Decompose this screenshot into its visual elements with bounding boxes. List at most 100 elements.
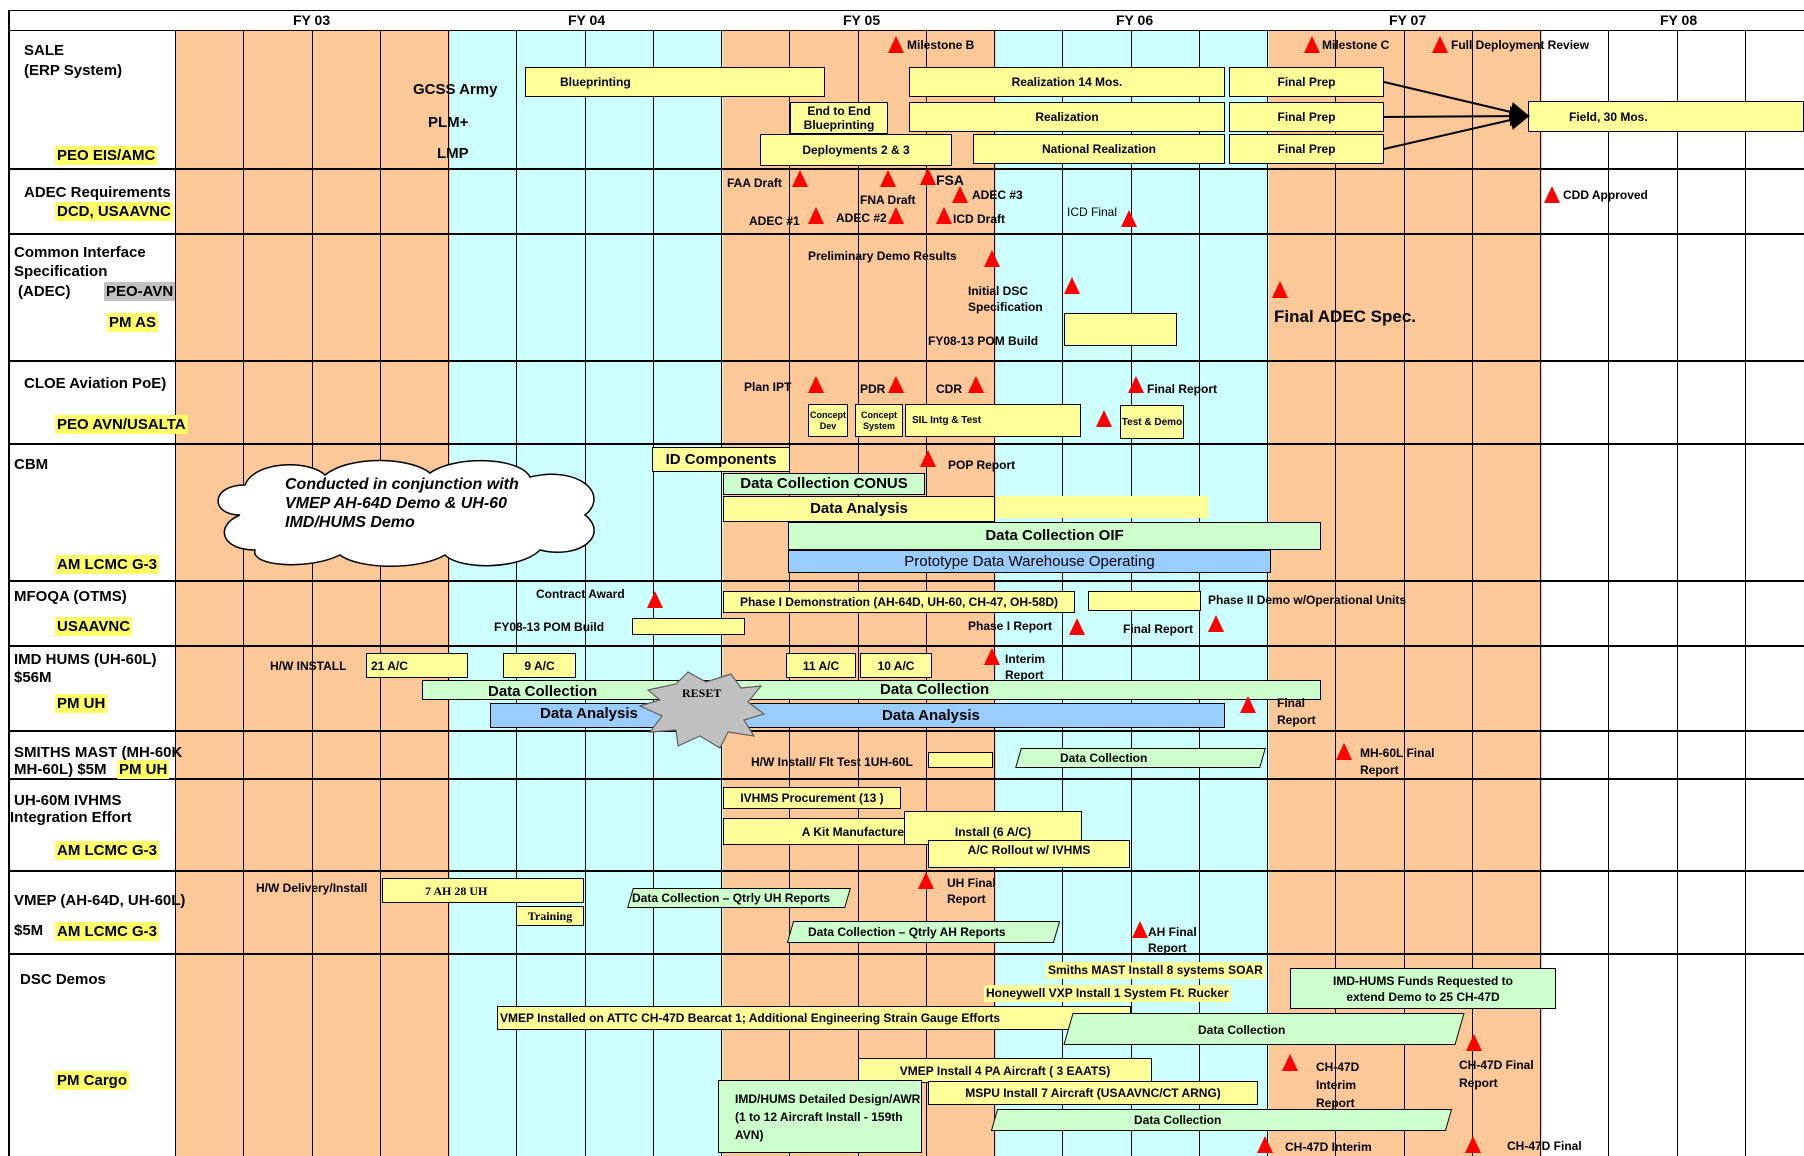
task-bar: Final Prep	[1229, 67, 1384, 97]
gridline	[585, 30, 586, 1156]
reset-burst	[638, 671, 766, 749]
org-label: USAAVNC	[55, 617, 133, 636]
row-cost-imd: $56M	[14, 669, 52, 686]
milestone-triangle	[1069, 618, 1085, 635]
milestone-triangle	[880, 170, 896, 187]
milestone-triangle	[1208, 615, 1224, 632]
row-subtitle-sale: (ERP System)	[24, 62, 123, 79]
bar-label: Data Collection	[1198, 1023, 1286, 1037]
task-bar: National Realization	[973, 134, 1225, 164]
milestone-label: Preliminary Demo Results	[808, 249, 957, 263]
milestone-label: Interim Report	[1005, 652, 1046, 682]
fy-header: FY 05	[843, 12, 881, 28]
task-bar: IMD/HUMS Detailed Design/AWR (1 to 12 Ai…	[718, 1080, 922, 1153]
milestone-label: Honeywell VXP Install 1 System Ft. Rucke…	[984, 985, 1231, 1002]
milestone-label: POP Report	[948, 458, 1016, 472]
row-title-adec: ADEC Requirements	[24, 184, 171, 201]
milestone-triangle	[1096, 410, 1112, 427]
row-title-dsc: DSC Demos	[20, 971, 106, 988]
task-bar: MSPU Install 7 Aircraft (USAAVNC/CT ARNG…	[928, 1081, 1258, 1105]
milestone-label: FAA Draft	[727, 176, 782, 190]
milestone-label: H/W Install/ Flt Test 1UH-60L	[751, 755, 913, 769]
bar-label: Data Collection	[1060, 751, 1148, 765]
row-title-sale: SALE	[24, 42, 65, 59]
task-bar: 10 A/C	[860, 653, 932, 678]
milestone-triangle	[952, 186, 968, 203]
task-bar	[632, 618, 745, 635]
milestone-label: CH-47D Interim Report	[1316, 1060, 1360, 1110]
milestone-triangle	[808, 376, 824, 393]
gridline	[1335, 30, 1336, 1156]
fy-header: FY 07	[1389, 12, 1427, 28]
milestone-label: Phase I Report	[968, 619, 1053, 633]
task-bar	[490, 703, 1225, 728]
row-title-smiths: MH-60L) $5M	[14, 761, 107, 778]
milestone-triangle	[1466, 1034, 1482, 1051]
task-bar: Prototype Data Warehouse Operating	[788, 550, 1271, 573]
task-bar: Blueprinting	[525, 67, 825, 97]
gridline	[312, 30, 313, 1156]
task-bar: VMEP Installed on ATTC CH-47D Bearcat 1;…	[497, 1006, 1131, 1030]
milestone-triangle	[920, 450, 936, 467]
milestone-label: ICD Draft	[953, 212, 1006, 226]
milestone-label: ADEC #1	[749, 214, 800, 228]
task-bar: Data Collection CONUS	[723, 473, 925, 495]
task-bar: Realization	[909, 102, 1225, 132]
milestone-triangle	[1272, 281, 1288, 298]
row-separator	[8, 360, 1804, 362]
gridline	[1267, 30, 1268, 1156]
org-label: PM UH	[55, 694, 108, 713]
milestone-triangle	[984, 250, 1000, 267]
row-separator	[8, 168, 1804, 170]
reset-label: RESET	[682, 686, 722, 700]
task-bar: IVHMS Procurement (13 )	[723, 787, 901, 809]
milestone-triangle	[1257, 1136, 1273, 1153]
task-bar: IMD-HUMS Funds Requested to extend Demo …	[1290, 968, 1556, 1009]
org-label: PEO EIS/AMC	[55, 146, 158, 165]
milestone-triangle	[1240, 696, 1256, 713]
task-bar	[928, 752, 993, 768]
milestone-label: FNA Draft	[860, 193, 916, 207]
gridline	[1404, 30, 1405, 1156]
task-bar: Data Collection OIF	[788, 522, 1321, 550]
milestone-triangle	[1128, 376, 1144, 393]
fy-header: FY 06	[1116, 12, 1154, 28]
milestone-triangle	[968, 376, 984, 393]
gridline	[516, 30, 517, 1156]
milestone-label: CH-47D Interim	[1285, 1140, 1372, 1154]
task-bar	[1088, 591, 1201, 611]
gridline	[1677, 30, 1678, 1156]
top-border	[8, 10, 1804, 11]
left-border	[8, 10, 10, 1156]
task-bar: End to End Blueprinting	[790, 102, 888, 134]
milestone-label: H/W Delivery/Install	[256, 881, 368, 895]
milestone-label: Phase II Demo w/Operational Units	[1208, 593, 1407, 607]
row-title-cbm: CBM	[14, 456, 49, 473]
milestone-label: Final Report	[1123, 622, 1194, 636]
task-bar: Test & Demo	[1120, 405, 1184, 439]
fy-header: FY 03	[293, 12, 331, 28]
org-label: PEO-AVN	[104, 282, 176, 301]
milestone-triangle	[1132, 921, 1148, 938]
row-title-uh60m: UH-60M IVHMS	[14, 792, 122, 809]
task-bar: Field, 30 Mos.	[1528, 101, 1804, 132]
milestone-triangle	[647, 591, 663, 608]
org-label: PM AS	[107, 313, 158, 332]
milestone-label: PDR	[860, 382, 886, 396]
org-label: PEO AVN/USALTA	[55, 415, 188, 434]
org-label: PM Cargo	[55, 1071, 130, 1090]
row-title-smiths: SMITHS MAST (MH-60K	[14, 744, 183, 761]
milestone-label: Initial DSC Specification	[968, 284, 1043, 314]
task-bar: 9 A/C	[503, 653, 576, 678]
milestone-label: CDR	[936, 382, 962, 396]
fy04-band	[450, 30, 723, 1156]
task-bar	[990, 1109, 1453, 1131]
fy-header: FY 04	[568, 12, 606, 28]
gridline	[1472, 30, 1473, 1156]
task-bar: A Kit Manufacture	[723, 818, 925, 845]
cloud-callout	[217, 459, 595, 567]
row-separator	[8, 580, 1804, 582]
row-separator	[8, 778, 1804, 780]
